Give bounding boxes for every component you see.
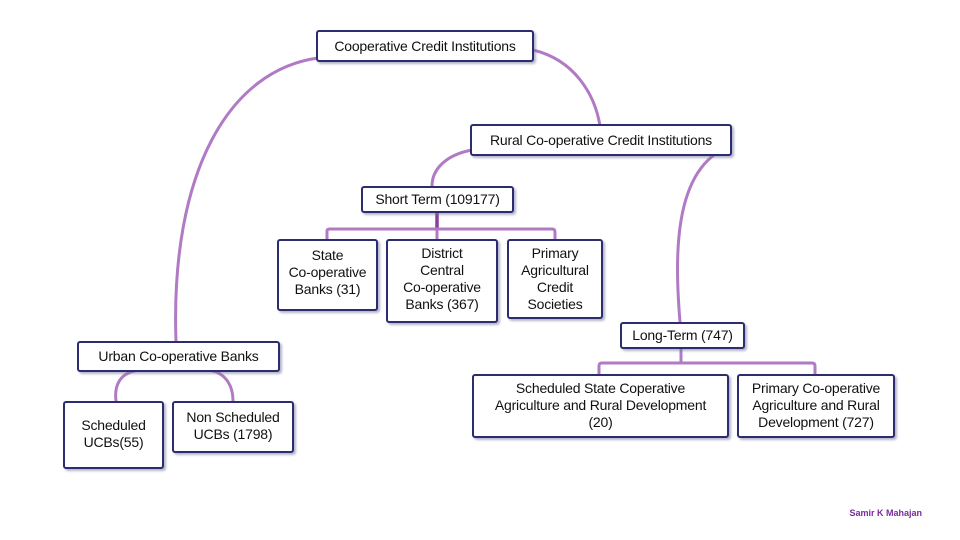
author-credit: Samir K Mahajan [849,508,922,518]
node-scheduled-state-cooperative-agriculture: Scheduled State Coperative Agriculture a… [472,374,729,438]
node-primary-agricultural-credit-societies: Primary Agricultural Credit Societies [507,239,603,319]
connector-root-to-urban [174,56,320,344]
connector-short-term-bar [325,227,557,242]
connector-urban-to-scheduled [114,368,142,403]
connector-long-term-bar [597,361,817,377]
node-district-central-cooperative-banks: District Central Co-operative Banks (367… [386,239,498,323]
node-rural-cooperative-credit-institutions: Rural Co-operative Credit Institutions [470,124,732,156]
node-non-scheduled-ucbs: Non Scheduled UCBs (1798) [172,401,294,453]
node-short-term: Short Term (109177) [361,186,514,213]
node-urban-cooperative-banks: Urban Co-operative Banks [77,341,280,372]
connector-rural-to-long-term [676,145,730,324]
connector-urban-to-non-scheduled [206,368,235,403]
node-scheduled-ucbs: Scheduled UCBs(55) [63,401,164,469]
node-primary-cooperative-agriculture: Primary Co-operative Agriculture and Rur… [737,374,895,438]
connector-root-to-rural [531,48,602,128]
node-cooperative-credit-institutions: Cooperative Credit Institutions [316,30,534,62]
node-state-cooperative-banks: State Co-operative Banks (31) [277,239,378,311]
connector-rural-to-short-term [430,148,474,188]
node-long-term: Long-Term (747) [620,322,745,349]
